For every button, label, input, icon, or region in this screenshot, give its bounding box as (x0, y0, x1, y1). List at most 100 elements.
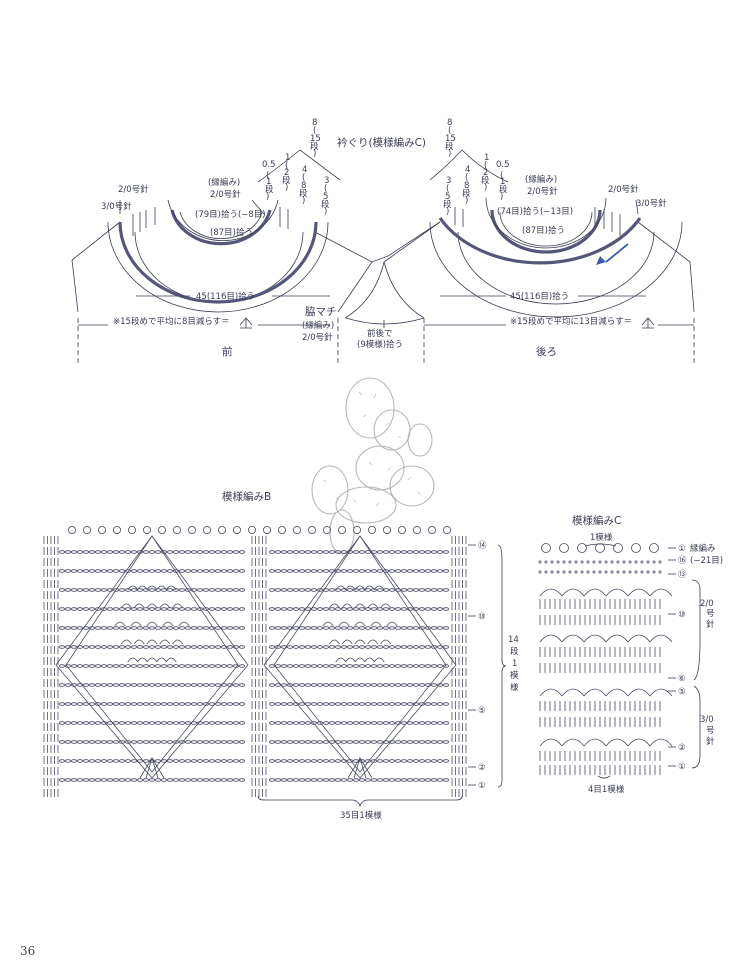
single-crochet (574, 560, 578, 564)
chain-stitch (394, 550, 401, 554)
chain-stitch (292, 759, 299, 763)
single-crochet (598, 560, 602, 564)
chain-stitch (424, 607, 431, 611)
chain-stitch (148, 664, 155, 668)
chain-stitch (364, 588, 371, 592)
chain-stitch (214, 607, 221, 611)
chain-stitch (160, 645, 167, 649)
single-crochet (652, 570, 656, 574)
gusset-pattern: (縁編み) (302, 320, 334, 331)
chain-stitch (148, 702, 155, 706)
svg-text:(: ( (324, 184, 327, 194)
picot (322, 526, 331, 535)
chain-stitch (388, 569, 395, 573)
picot (142, 526, 151, 535)
svg-text:(: ( (484, 161, 487, 171)
chain-stitch (370, 778, 377, 782)
chain-stitch (370, 645, 377, 649)
fan-stitch (341, 603, 353, 609)
chain-stitch (412, 740, 419, 744)
chain-stitch (346, 588, 353, 592)
chain-stitch (316, 759, 323, 763)
chain-stitch (196, 645, 203, 649)
chain-stitch (412, 683, 419, 687)
chain-stitch (142, 550, 149, 554)
chain-stitch (388, 645, 395, 649)
chain-stitch (208, 683, 215, 687)
chain-arch (539, 738, 563, 747)
chain-stitch (406, 550, 413, 554)
chain-stitch (232, 588, 239, 592)
chain-stitch (226, 759, 233, 763)
chain-stitch (65, 740, 72, 744)
chain-stitch (184, 683, 191, 687)
chain-arch (627, 588, 651, 597)
chain-stitch (376, 645, 383, 649)
chain-stitch (436, 569, 443, 573)
chain-stitch (95, 588, 102, 592)
chain-arch (649, 634, 673, 643)
chain-stitch (304, 721, 311, 725)
chain-stitch (388, 550, 395, 554)
chain-stitch (238, 645, 245, 649)
chain-stitch (388, 588, 395, 592)
chain-stitch (142, 626, 149, 630)
chain-stitch (382, 626, 389, 630)
chain-stitch (196, 759, 203, 763)
chain-stitch (328, 778, 335, 782)
chain-stitch (190, 626, 197, 630)
chain-stitch (220, 683, 227, 687)
chain-stitch (89, 778, 96, 782)
fan-stitch (127, 657, 139, 663)
chain-stitch (280, 759, 287, 763)
chain-stitch (268, 569, 275, 573)
chain-stitch (220, 778, 227, 782)
chain-stitch (154, 740, 161, 744)
chain-stitch (166, 740, 173, 744)
chain-arch (605, 738, 629, 747)
single-crochet (580, 570, 584, 574)
chain-stitch (376, 607, 383, 611)
chain-stitch (238, 721, 245, 725)
svg-text:): ) (484, 183, 487, 193)
chain-stitch (238, 607, 245, 611)
chain-stitch (59, 778, 66, 782)
chain-stitch (119, 664, 126, 668)
chain-stitch (125, 626, 132, 630)
chain-stitch (107, 569, 114, 573)
chain-stitch (424, 702, 431, 706)
fan-stitch (380, 603, 391, 609)
chain-stitch (214, 550, 221, 554)
chain-stitch (436, 778, 443, 782)
chain-stitch (190, 759, 197, 763)
chain-stitch (292, 740, 299, 744)
chain-stitch (406, 626, 413, 630)
edging-loop (613, 543, 623, 553)
fan-stitch (156, 657, 167, 663)
chain-stitch (286, 550, 293, 554)
chain-stitch (280, 702, 287, 706)
row-marker-1: ① (478, 781, 486, 791)
chain-stitch (136, 626, 143, 630)
fan-stitch (367, 639, 379, 645)
picot (157, 526, 166, 535)
chain-stitch (322, 550, 329, 554)
chain-stitch (202, 588, 209, 592)
chain-stitch (286, 759, 293, 763)
single-crochet (640, 570, 644, 574)
chain-stitch (424, 550, 431, 554)
chain-stitch (166, 607, 173, 611)
chain-arch (649, 688, 673, 697)
fan-stitch (354, 603, 366, 609)
chain-stitch (310, 778, 317, 782)
chain-stitch (370, 740, 377, 744)
chain-stitch (322, 721, 329, 725)
chain-stitch (178, 645, 185, 649)
chain-stitch (166, 759, 173, 763)
pattern-b-title: 模様編みB (222, 490, 271, 503)
chain-stitch (130, 740, 137, 744)
chain-stitch (400, 645, 407, 649)
chain-stitch (274, 607, 281, 611)
chain-stitch (77, 683, 84, 687)
chain-stitch (382, 721, 389, 725)
